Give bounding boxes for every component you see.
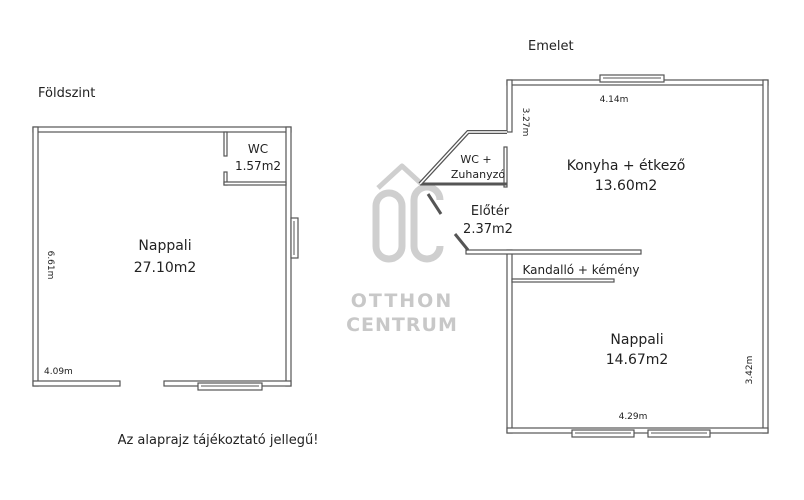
ground-wc-area: 1.57m2: [235, 159, 281, 173]
upper-dim-left-height: 3.27m: [520, 108, 530, 137]
ground-floor-title: Földszint: [38, 86, 95, 101]
upper-fireplace-name: Kandalló + kémény: [523, 263, 640, 277]
upper-living-name: Nappali: [610, 332, 663, 348]
logo-letter-o: [372, 189, 406, 263]
upper-angled-wall-upper-core: [419, 131, 507, 185]
upper-wall-left-upper: [506, 79, 513, 133]
upper-hall-area: 2.37m2: [463, 222, 513, 237]
ground-wc-wall-bottom: [223, 181, 287, 186]
ground-living-name: Nappali: [138, 238, 191, 254]
ground-wall-left: [32, 126, 39, 387]
upper-wall-left-lower: [506, 249, 513, 434]
watermark-line1: OTTHON: [351, 290, 453, 312]
upper-door-leaf-left: [426, 193, 443, 215]
ground-wall-top: [32, 126, 292, 133]
upper-kitchen-name: Konyha + étkező: [567, 158, 686, 174]
logo-letter-c: [410, 183, 444, 263]
upper-fireplace-wall-top: [465, 249, 642, 255]
ground-floor-plan: Földszint Nappali 27.10m2 WC 1.57m2 6.61…: [32, 86, 299, 391]
upper-fireplace-wall-bottom: [511, 278, 615, 283]
ground-wc-name: WC: [248, 142, 268, 156]
ground-wall-right: [285, 126, 292, 387]
watermark-line2: CENTRUM: [346, 314, 458, 336]
ground-wc-wall-upper: [223, 131, 228, 157]
upper-wall-bottom: [506, 427, 769, 434]
upper-dim-top-width: 4.14m: [600, 95, 629, 105]
upper-dim-bottom-width: 4.29m: [619, 412, 648, 422]
upper-wc-shower-name-line2: Zuhanyzó: [451, 168, 505, 181]
upper-floor-title: Emelet: [528, 39, 574, 54]
upper-wc-shower-name-line1: WC +: [460, 153, 491, 166]
ground-dim-height: 6.61m: [45, 251, 55, 280]
upper-floor-plan: Emelet Konyha + étkező 13.60m2 WC + Zuha…: [418, 39, 769, 438]
ground-living-area: 27.10m2: [134, 260, 197, 276]
upper-door-leaf-lower: [453, 233, 470, 251]
upper-living-area: 14.67m2: [606, 352, 669, 368]
otthon-centrum-logo: [372, 163, 444, 263]
disclaimer-note: Az alaprajz tájékoztató jellegű!: [118, 433, 319, 448]
upper-wall-right: [762, 79, 769, 434]
upper-kitchen-area: 13.60m2: [595, 178, 658, 194]
ground-dim-width: 4.09m: [44, 367, 73, 377]
ground-wall-bottom-left: [32, 380, 121, 387]
upper-wc-partition: [503, 146, 508, 188]
logo-roof-mark: [376, 163, 428, 190]
upper-hall-name: Előtér: [471, 204, 510, 219]
upper-dim-right-height: 3.42m: [745, 356, 755, 385]
